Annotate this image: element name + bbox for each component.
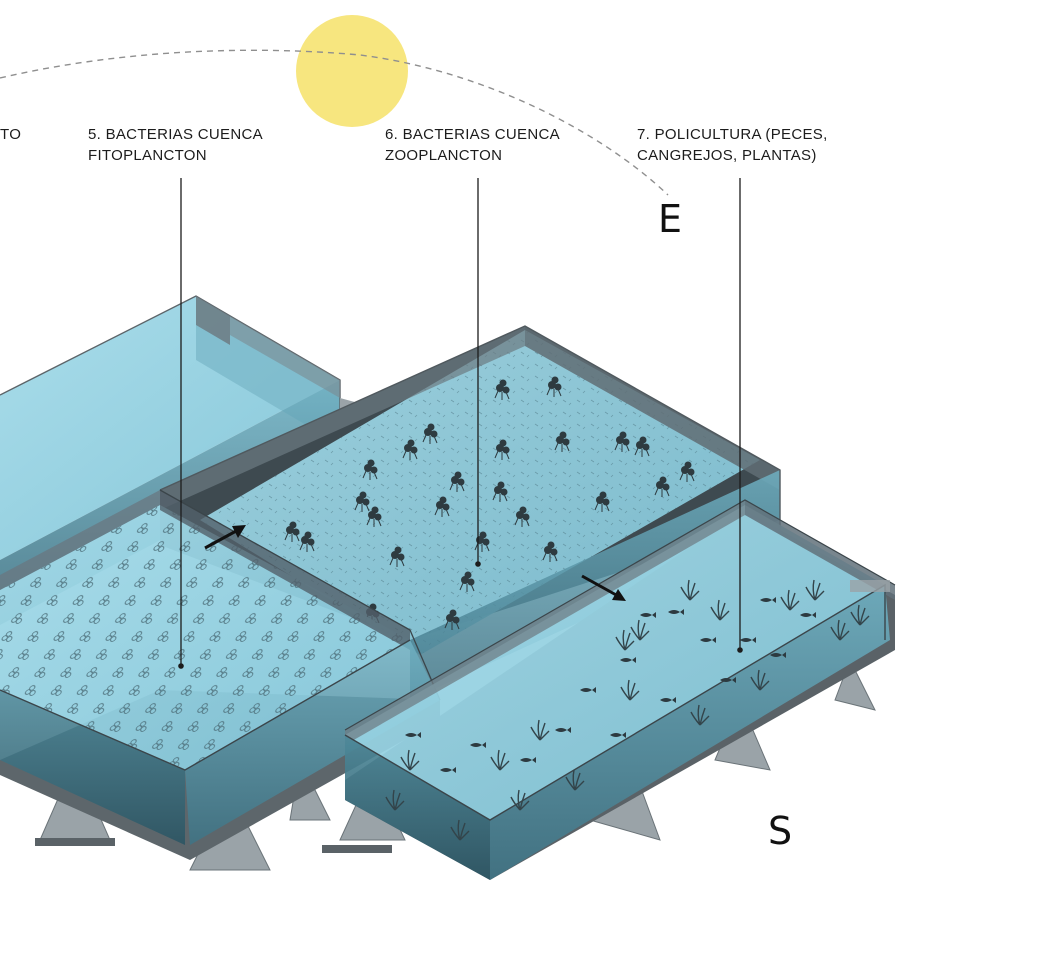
label-poli-line2: CANGREJOS, PLANTAS) (637, 145, 828, 166)
label-fito-line2: FITOPLANCTON (88, 145, 263, 166)
label-partial-text: TO (0, 124, 21, 145)
label-poli-line1: 7. POLICULTURA (PECES, (637, 124, 828, 145)
label-zoo-line2: ZOOPLANCTON (385, 145, 560, 166)
label-zoo-line1: 6. BACTERIAS CUENCA (385, 124, 560, 145)
label-bacterias-zooplancton: 6. BACTERIAS CUENCA ZOOPLANCTON (385, 124, 560, 166)
label-policultura: 7. POLICULTURA (PECES, CANGREJOS, PLANTA… (637, 124, 828, 166)
label-bacterias-fitoplancton: 5. BACTERIAS CUENCA FITOPLANCTON (88, 124, 263, 166)
compass-east: E (658, 200, 682, 238)
label-partial: TO (0, 124, 21, 145)
compass-south: S (768, 812, 792, 850)
sun-icon (296, 15, 408, 127)
label-fito-line1: 5. BACTERIAS CUENCA (88, 124, 263, 145)
